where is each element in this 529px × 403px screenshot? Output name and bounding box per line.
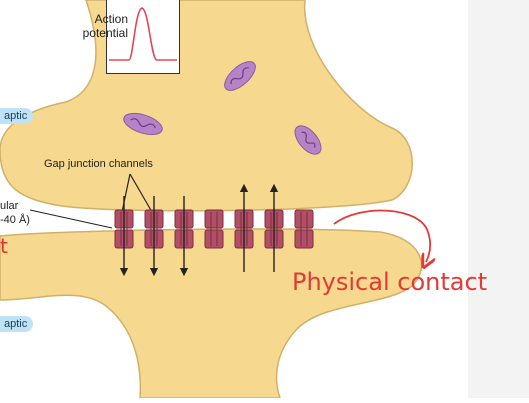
intercellular-label: ular [0, 200, 18, 212]
presynaptic-tag: aptic [0, 108, 33, 124]
gap-size-label: -40 Å) [0, 214, 30, 226]
postsynaptic-tag: aptic [0, 316, 33, 332]
postsynaptic-cell [0, 229, 422, 398]
physical-contact-annotation: Physical contact [292, 268, 487, 296]
red-mark: t [0, 234, 8, 258]
side-panel [468, 0, 529, 398]
gap-junction-label: Gap junction channels [44, 158, 153, 170]
intercellular-leader [30, 210, 112, 228]
action-potential-label: Action potential [18, 12, 128, 40]
